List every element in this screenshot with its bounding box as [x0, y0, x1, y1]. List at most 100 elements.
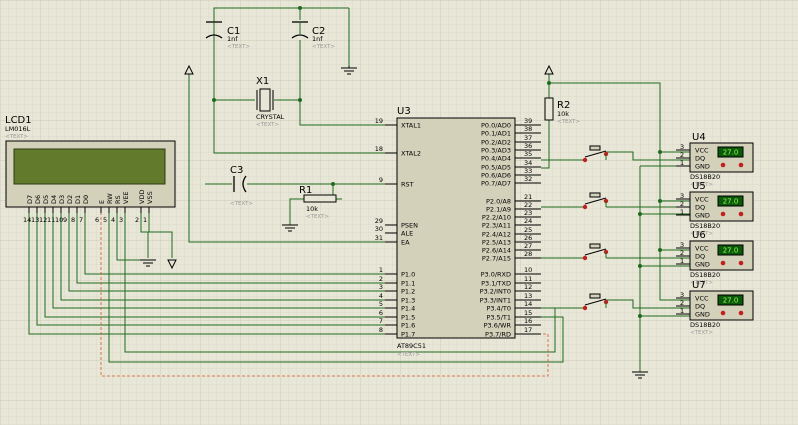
lcd-pin-row: 14D713D612D511D410D39D28D17D06E5RW4RS3VE… [23, 190, 154, 224]
sensor-pin-number: 1 [680, 208, 684, 216]
ground-terminal[interactable] [167, 259, 177, 270]
lcd-pin-name: D7 [26, 195, 34, 204]
mcu-pin-number: 16 [524, 317, 532, 325]
lcd-pin-number: 3 [119, 216, 123, 224]
push-button[interactable] [582, 192, 609, 210]
capacitor-c2[interactable]: C2 1nf <TEXT> [291, 21, 335, 50]
mcu-at89c51[interactable]: U3 AT89C51 <TEXT> 19XTAL118XTAL29RST29PS… [375, 106, 541, 358]
lcd-pin-name: D0 [82, 195, 90, 204]
lcd-model: LM016L [5, 125, 31, 133]
sensor-pin-name: VCC [695, 196, 709, 204]
mcu-pin-number: 32 [524, 175, 532, 183]
r2-ref: R2 [557, 100, 570, 111]
power-terminal[interactable] [184, 64, 194, 75]
mcu-ref: U3 [397, 106, 411, 117]
mcu-pin-number: 13 [524, 292, 532, 300]
mcu-pin-name: P2.5/A13 [482, 239, 511, 247]
sensor-pin-name: DQ [695, 155, 705, 163]
sensor-pin-number: 3 [680, 241, 684, 249]
sensor-up-button[interactable] [738, 211, 744, 217]
lcd-pin-name: E [98, 200, 106, 204]
push-button[interactable] [582, 145, 609, 163]
mcu-pin-number: 5 [379, 300, 383, 308]
sensor-down-button[interactable] [720, 162, 726, 168]
mcu-pin-number: 39 [524, 117, 532, 125]
lcd-pin-number: 5 [103, 216, 107, 224]
lcd-pin-number: 11 [47, 216, 55, 224]
mcu-pin-number: 2 [379, 275, 383, 283]
lcd-pin-name: D5 [42, 195, 50, 204]
lcd-pin-number: 8 [71, 216, 75, 224]
sensor-pin-number: 2 [680, 249, 684, 257]
lcd-pin-number: 1 [143, 216, 147, 224]
sensor-ref: U6 [692, 230, 706, 241]
sensor-up-button[interactable] [738, 310, 744, 316]
mcu-pin-number: 26 [524, 234, 532, 242]
c3-ref: C3 [230, 165, 243, 176]
capacitor-c3[interactable]: C3 <TEXT> [230, 165, 253, 207]
mcu-pin-number: 28 [524, 250, 532, 258]
mcu-text: <TEXT> [397, 352, 420, 358]
crystal-x1[interactable]: X1 CRYSTAL <TEXT> [256, 76, 285, 128]
push-buttons [582, 145, 609, 311]
mcu-pin-number: 7 [379, 317, 383, 325]
ground-symbol[interactable] [632, 371, 648, 379]
mcu-pin-name: RST [401, 181, 414, 189]
push-button[interactable] [582, 293, 609, 311]
mcu-pin-number: 23 [524, 209, 532, 217]
sensor-down-button[interactable] [720, 310, 726, 316]
mcu-pin-name: EA [401, 239, 410, 247]
ground-symbol[interactable] [140, 259, 156, 267]
sensor-pin-name: GND [695, 163, 710, 171]
resistor-r1[interactable]: R1 10k <TEXT> [299, 185, 337, 220]
sensor-up-button[interactable] [738, 260, 744, 266]
mcu-pin-number: 10 [524, 266, 532, 274]
sensor-pin-name: DQ [695, 204, 705, 212]
sensor-pin-name: GND [695, 261, 710, 269]
lcd-pin-number: 9 [63, 216, 67, 224]
mcu-pin-name: P0.7/AD7 [481, 180, 511, 188]
capacitor-c1[interactable]: C1 1nf <TEXT> [205, 21, 250, 50]
mcu-pin-name: P0.0/AD0 [481, 122, 511, 130]
sensor-pin-number: 3 [680, 291, 684, 299]
mcu-pin-name: P1.1 [401, 280, 415, 288]
mcu-pin-number: 1 [379, 266, 383, 274]
power-terminal[interactable] [544, 64, 554, 75]
sensor-display [717, 146, 744, 158]
push-button[interactable] [582, 243, 609, 261]
mcu-pin-name: P3.0/RXD [481, 271, 511, 279]
sensor-pin-number: 3 [680, 143, 684, 151]
ground-symbol[interactable] [341, 66, 357, 75]
mcu-pin-name: P2.1/A9 [486, 206, 511, 214]
resistor-r2[interactable]: R2 10k <TEXT> [544, 97, 580, 125]
lcd-module[interactable]: LCD1 LM016L <TEXT> 14D713D612D511D410D39… [5, 115, 176, 224]
c2-value: 1nf [312, 35, 323, 43]
ground-symbol[interactable] [282, 224, 298, 232]
sensor-up-button[interactable] [738, 162, 744, 168]
lcd-pin-number: 6 [95, 216, 99, 224]
sensor-model: DS18B20 [690, 271, 720, 279]
mcu-pin-number: 18 [375, 145, 383, 153]
mcu-pin-number: 38 [524, 125, 532, 133]
lcd-pin-name: VSS [146, 191, 154, 204]
sensor-model: DS18B20 [690, 222, 720, 230]
mcu-pin-name: P3.2/INT0 [480, 288, 511, 296]
lcd-pin-name: RW [106, 193, 114, 204]
lcd-pin-number: 12 [39, 216, 47, 224]
lcd-pin-name: D3 [58, 195, 66, 204]
mcu-pin-name: P1.3 [401, 297, 415, 305]
sensor-pin-number: 2 [680, 200, 684, 208]
mcu-pin-name: P3.7/RD [485, 331, 511, 339]
mcu-model: AT89C51 [397, 342, 426, 350]
mcu-pin-number: 21 [524, 193, 532, 201]
sensor-down-button[interactable] [720, 211, 726, 217]
mcu-pin-name: P3.3/INT1 [480, 297, 511, 305]
sensor-down-button[interactable] [720, 260, 726, 266]
x1-ref: X1 [256, 76, 269, 87]
mcu-pin-name: P0.3/AD3 [481, 147, 511, 155]
